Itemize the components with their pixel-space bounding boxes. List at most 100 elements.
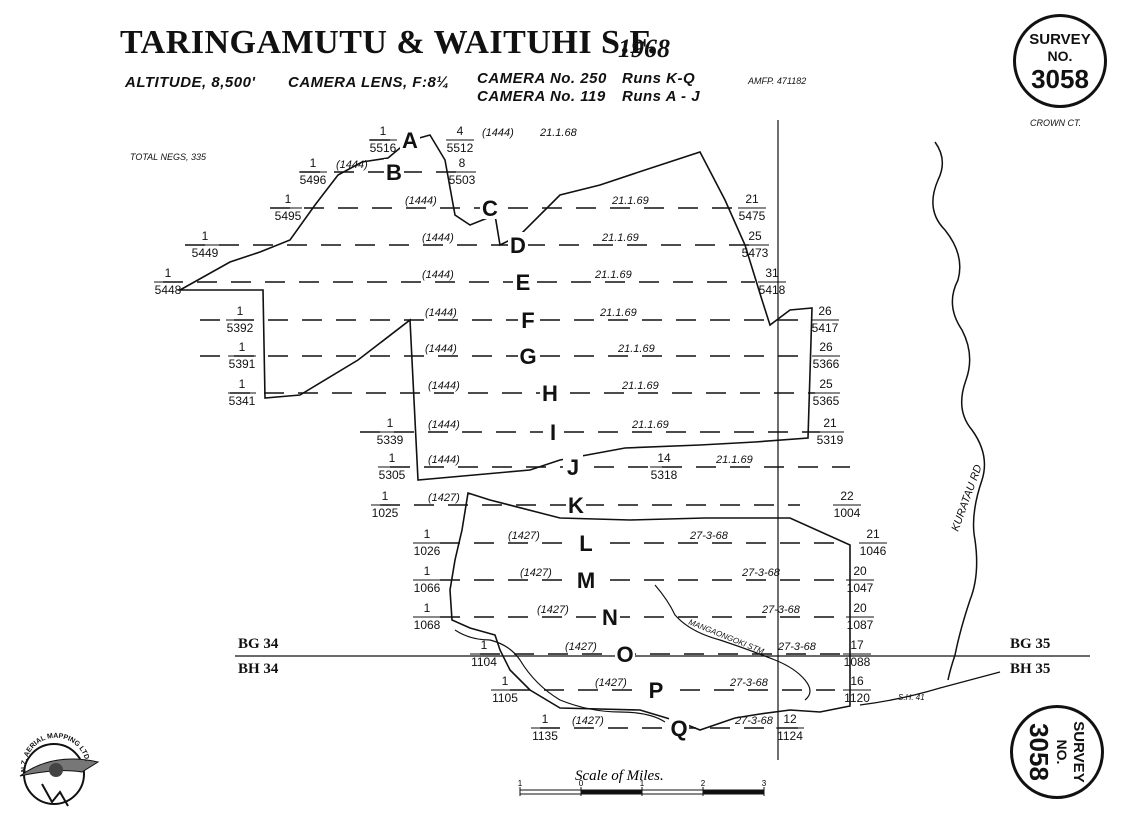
run-date: 21.1.69 [617, 343, 655, 355]
run-end-frame-negative: 5418 [759, 283, 786, 297]
run-roll-number: (1427) [565, 641, 597, 653]
run-letter: I [550, 420, 556, 445]
run-end-frame-negative: 5503 [449, 173, 476, 187]
stream-label: MANGAONGOKI STM [687, 618, 765, 657]
run-start-frame-negative: 1066 [414, 581, 441, 595]
run-start-frame-number: 1 [542, 712, 549, 726]
run-letter: K [568, 493, 584, 518]
run-date: 27-3-68 [761, 604, 801, 616]
sheet-label-bh35: BH 35 [1010, 661, 1050, 677]
camera-2-label: CAMERA No. 119 [477, 88, 606, 105]
run-date: 27-3-68 [741, 567, 781, 579]
run-end-frame-negative: 1004 [834, 506, 861, 520]
forest-boundary-upper [176, 134, 813, 481]
run-letter: Q [670, 716, 687, 741]
run-end-frame: 21 1046 [859, 527, 887, 558]
river [932, 141, 986, 681]
badge-number: 3058 [1031, 64, 1089, 94]
run-end-frame-negative: 1120 [844, 691, 870, 705]
run-end-frame-number: 21 [866, 527, 880, 541]
run-end-frame-number: 25 [819, 377, 833, 391]
run-letter: M [577, 568, 595, 593]
run-start-frame-negative: 5496 [300, 173, 327, 187]
run-roll-number: (1444) [405, 195, 437, 207]
camera-lens-label: CAMERA LENS, F:8¼ [288, 74, 450, 91]
run-start-frame-number: 1 [239, 377, 246, 391]
badge2-number: 3058 [1024, 723, 1054, 781]
run-end-frame: 16 1120 [843, 674, 871, 705]
run-date: 27-3-68 [689, 530, 729, 542]
scale-tick-label: 2 [701, 779, 706, 788]
run-roll-number: (1427) [572, 715, 604, 727]
run-end-frame-negative: 1046 [860, 544, 887, 558]
run-start-frame-negative: 5449 [192, 246, 219, 260]
run-end-frame-negative: 5473 [742, 246, 769, 260]
sheet-label-bg34: BG 34 [238, 636, 279, 652]
scale-title: Scale of Miles. [575, 768, 664, 784]
scale-tick-label: 0 [579, 779, 584, 788]
stream [654, 584, 811, 701]
run-start-frame-number: 1 [387, 416, 394, 430]
run-date: 21.1.69 [599, 307, 637, 319]
run-end-frame-number: 31 [765, 266, 779, 280]
run-end-frame-number: 17 [850, 638, 864, 652]
stream-inner-bank [454, 629, 666, 723]
nz-aerial-mapping-logo: N.Z. AERIAL MAPPING LTD. [19, 733, 100, 807]
total-negs-label: TOTAL NEGS, 335 [130, 152, 207, 162]
run-start-frame-number: 1 [382, 489, 389, 503]
run-end-frame-number: 16 [850, 674, 864, 688]
scale-tick-label: 1 [640, 779, 645, 788]
run-start-frame-negative: 5516 [370, 141, 397, 155]
run-letter: B [386, 160, 402, 185]
runs-1-label: Runs K-Q [622, 70, 696, 87]
run-end-frame-negative: 5366 [813, 357, 840, 371]
badge-survey-text: SURVEY [1029, 31, 1091, 48]
run-end-frame-negative: 5318 [651, 468, 678, 482]
run-start-frame-number: 1 [165, 266, 172, 280]
run-roll-number: (1444) [422, 269, 454, 281]
run-roll-number: (1444) [422, 232, 454, 244]
run-roll-number: (1427) [428, 492, 460, 504]
run-date: 27-3-68 [734, 715, 774, 727]
run-end-frame-negative: 5319 [817, 433, 844, 447]
run-date: 21.1.69 [715, 454, 753, 466]
run-date: 21.1.69 [601, 232, 639, 244]
run-end-frame-number: 20 [853, 601, 867, 615]
run-letter: P [649, 678, 664, 703]
run-start-frame-number: 1 [481, 638, 488, 652]
run-end-frame-number: 14 [657, 451, 671, 465]
run-letter: C [482, 196, 498, 221]
run-date: 27-3-68 [729, 677, 769, 689]
run-end-frame-negative: 1124 [777, 729, 803, 743]
run-letter: H [542, 381, 558, 406]
run-start-frame-negative: 1068 [414, 618, 441, 632]
run-end-frame-number: 26 [818, 304, 832, 318]
run-letter: O [616, 642, 633, 667]
run-start-frame-number: 1 [237, 304, 244, 318]
run-letter: N [602, 605, 618, 630]
run-roll-number: (1427) [508, 530, 540, 542]
